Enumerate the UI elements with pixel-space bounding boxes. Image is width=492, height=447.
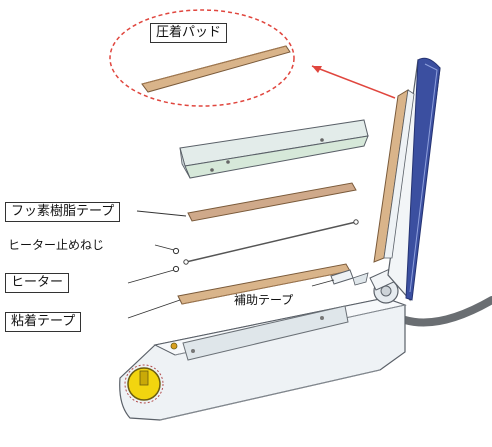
leader-adhesive [127, 299, 181, 319]
sealer-base [119, 297, 406, 421]
label-pressure-pad: 圧着パッド [150, 23, 228, 43]
arrow-head [312, 66, 322, 73]
label-adhesive-tape: 粘着テープ [5, 312, 82, 332]
leader-aux [311, 279, 335, 287]
label-aux-tape: 補助テープ [234, 293, 294, 307]
heater-screw-left [172, 247, 180, 255]
label-heater-screw: ヒーター止めねじ [8, 238, 105, 252]
indicator-lamp [170, 342, 178, 350]
label-ptfe-tape: フッ素樹脂テープ [5, 202, 121, 222]
leader-ptfe [136, 210, 187, 217]
heater-screw-right [172, 265, 180, 273]
leader-heater [127, 269, 175, 284]
label-heater: ヒーター [5, 273, 70, 293]
arrow-callout-icon [311, 65, 396, 99]
leader-screw [154, 244, 175, 251]
callout-ellipse [109, 9, 295, 107]
ptfe-tape-shape [187, 182, 357, 222]
pressure-pad-shape [141, 45, 291, 93]
heater-wire [185, 221, 357, 263]
base-channel-plate [182, 305, 349, 361]
power-cable [401, 296, 492, 327]
